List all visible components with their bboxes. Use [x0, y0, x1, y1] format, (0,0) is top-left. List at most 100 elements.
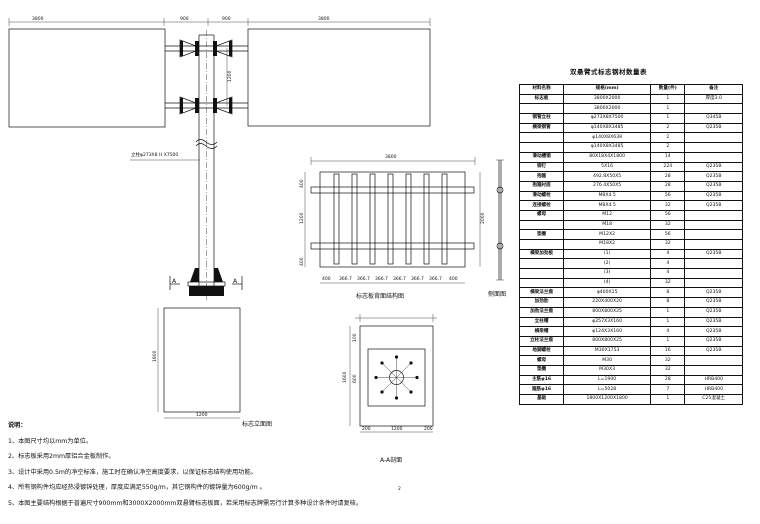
table-cell: 32: [650, 239, 686, 250]
table-cell: 螺母: [518, 355, 565, 366]
svg-text:A: A: [233, 278, 238, 285]
table-cell: 220X400X20: [563, 297, 652, 308]
table-cell: M30X1753: [563, 345, 652, 357]
svg-text:1200: 1200: [196, 412, 208, 418]
table-cell: [684, 355, 743, 366]
quantity-table-title: 双悬臂式标志钢材数量表: [570, 68, 647, 76]
top-dim-3: 900: [222, 16, 231, 22]
base-plate-title: A-A剖面: [380, 456, 402, 464]
table-cell: 3800X2000: [563, 93, 652, 105]
pole: [187, 30, 226, 300]
table-cell: HRB400: [684, 374, 743, 386]
table-cell: φ400X15: [563, 287, 652, 299]
table-cell: 7: [650, 384, 686, 395]
table-cell: 32: [650, 277, 686, 289]
table-cell: M8X4.5: [563, 190, 652, 202]
table-cell: 32: [650, 355, 686, 366]
front-view: 1200 立柱φ273X8 H X7500 A A 1800 1200 标志立面…: [8, 28, 431, 428]
table-cell: [684, 219, 743, 231]
right-sign-panel: [247, 28, 431, 127]
table-cell: [684, 258, 743, 270]
svg-text:1600: 1600: [342, 371, 348, 383]
table-cell: 1: [650, 335, 686, 347]
panel-detail: 3800 400 1200 400 2000 400 366.7 366.7 3…: [299, 154, 486, 300]
table-cell: 1: [650, 394, 686, 405]
pole-leader: 立柱φ273X8 H X7500: [130, 151, 200, 161]
table-cell: [518, 219, 565, 231]
table-cell: [684, 209, 743, 221]
table-cell: M18: [563, 219, 652, 231]
table-cell: Q235B: [684, 316, 743, 328]
table-cell: M12X2: [563, 229, 652, 240]
table-cell: 1: [650, 113, 686, 124]
table-cell: 5X16: [563, 161, 652, 173]
table-cell: 224: [650, 161, 686, 173]
svg-text:366.7: 366.7: [429, 276, 442, 282]
front-view-title: 标志立面图: [242, 420, 272, 428]
note-item: 4、所有钢构件均应经热浸镀锌处理，厚度应满足550g/m，其它钢构件的镀锌量为6…: [8, 484, 266, 491]
note-item: 5、本图主要结构根据于普遍尺寸900mm和3000X2000mm双悬臂标志板面，…: [8, 499, 363, 507]
table-cell: Q235B: [684, 200, 743, 211]
table-cell: 螺母: [518, 209, 565, 221]
table-cell: 垫圈: [518, 364, 565, 376]
table-cell: [684, 229, 743, 240]
panel-col-dims: 400 366.7 366.7 366.7 366.7 366.7 366.7 …: [322, 276, 458, 282]
table-cell: [684, 277, 743, 289]
table-cell: 28: [650, 180, 686, 192]
table-cell: φ140X8X638: [563, 132, 652, 144]
note-item: 3、设计中采用0.5m的净空标准，施工时在确认净空高度要求，以保证标志结构使用功…: [8, 468, 257, 476]
table-row: (3)4: [518, 268, 743, 279]
section-marks: A A: [169, 276, 243, 290]
table-cell: 3800X2000: [563, 103, 652, 115]
table-header-cell: 规格(mm): [563, 84, 652, 95]
table-cell: 32: [650, 219, 686, 231]
table-cell: 加劲法兰盘: [518, 306, 565, 318]
svg-text:400: 400: [299, 179, 305, 188]
table-cell: Q235B: [684, 326, 743, 337]
table-cell: 1: [650, 306, 686, 318]
table-row: (4)32: [518, 277, 743, 289]
table-cell: φ124X3X160: [563, 326, 652, 337]
table-cell: M8X4.5: [563, 200, 652, 211]
table-cell: 1800X1200X1800: [563, 394, 652, 405]
table-cell: 80X18X4X1800: [563, 151, 652, 163]
table-cell: [684, 142, 743, 153]
table-cell: [518, 277, 565, 289]
table-cell: 横梁加劲板: [518, 248, 565, 260]
table-cell: Q235B: [684, 161, 743, 173]
left-sign-panel: [8, 28, 166, 128]
svg-text:2000: 2000: [480, 212, 486, 224]
notes-heading: 说明：: [8, 422, 27, 429]
table-cell: 基础: [518, 394, 565, 405]
notes: 说明： 1、本图尺寸均以mm为单位。 2、标志板采用2mm厚铝合金板制作。 3、…: [8, 418, 508, 511]
table-cell: L=5028: [563, 384, 652, 395]
svg-text:1800: 1800: [152, 350, 158, 362]
table-header-cell: 数量(件): [650, 84, 686, 95]
svg-text:400: 400: [449, 276, 458, 282]
table-cell: 横梁钢管: [518, 122, 565, 134]
panel-slats: [333, 173, 448, 265]
svg-text:1200: 1200: [299, 212, 305, 224]
table-cell: 800X800X25: [563, 335, 652, 347]
table-header-cell: 备注: [684, 84, 743, 95]
table-cell: 28: [650, 171, 686, 182]
top-dim-1: 3800: [32, 16, 44, 22]
table-cell: 连接螺栓: [518, 200, 565, 211]
table-cell: 1: [650, 103, 686, 115]
svg-text:366.7: 366.7: [393, 276, 406, 282]
table-cell: M18X2: [563, 239, 652, 250]
table-cell: M30X3: [563, 364, 652, 376]
top-dim-4: 3800: [318, 16, 330, 22]
table-cell: 1: [650, 316, 686, 328]
table-cell: 滑动螺栓: [518, 190, 565, 202]
table-cell: Q235B: [684, 306, 743, 318]
table-cell: (3): [563, 268, 652, 279]
